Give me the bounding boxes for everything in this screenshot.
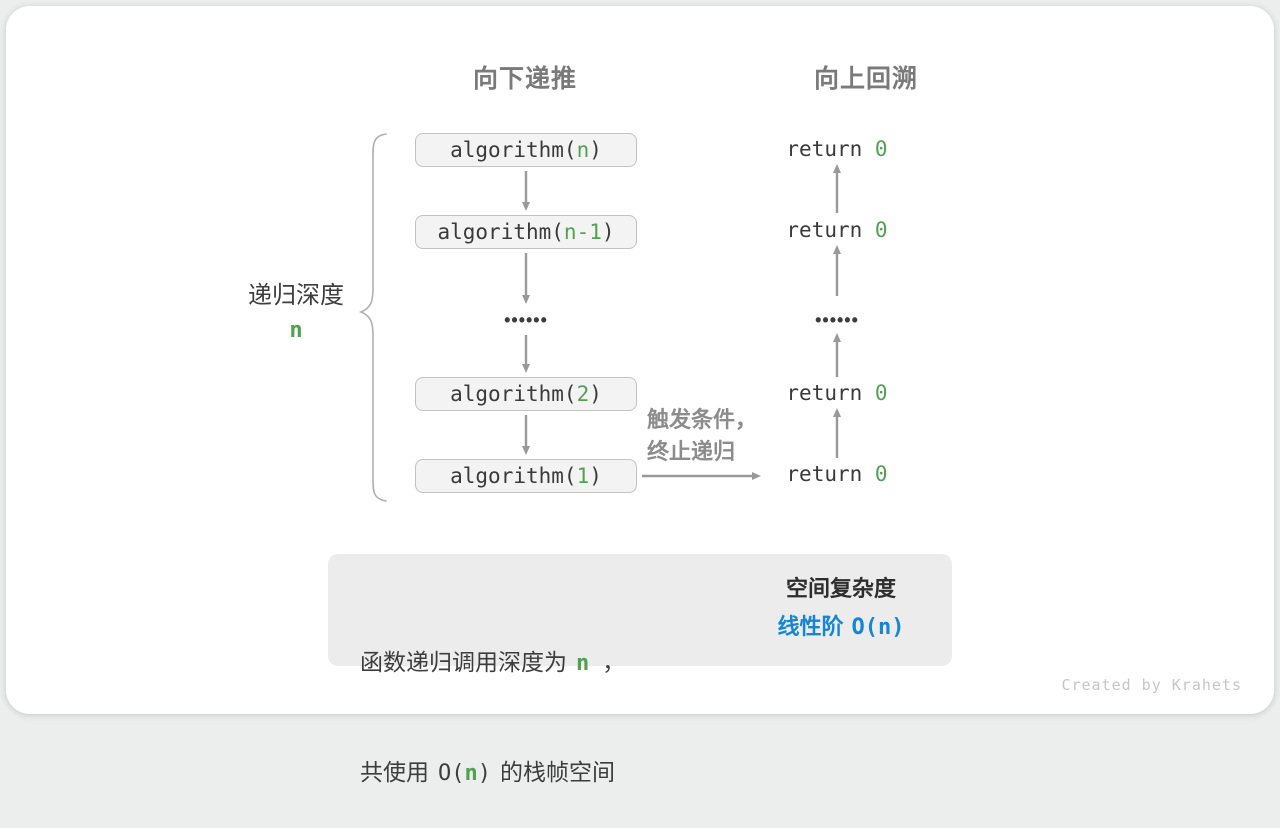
depth-label-text: 递归深度: [248, 282, 344, 309]
code-param: 1: [576, 464, 590, 488]
code-text: return: [786, 381, 875, 405]
base-case-label: 触发条件， 终止递归: [647, 404, 757, 468]
summary-param: n: [576, 651, 590, 676]
return-value: 0: [874, 381, 888, 405]
depth-value: n: [289, 318, 303, 343]
backtrack-column-header: 向上回溯: [813, 65, 918, 93]
return-statement-2: return 0: [746, 218, 928, 244]
complexity-value: 线性阶 O(n): [746, 612, 936, 643]
code-text: algorithm(: [437, 220, 564, 244]
recurse-column-header: 向下递推: [472, 65, 577, 93]
code-param: n-1: [563, 220, 602, 244]
recursion-depth-label: 递归深度 n: [231, 281, 361, 346]
summary-param: n: [464, 761, 478, 786]
summary-text: 函数递归调用深度为: [360, 649, 567, 675]
summary-panel: [328, 554, 952, 666]
recurse-ellipsis: ••••••: [504, 310, 548, 330]
return-statement-3: return 0: [746, 381, 928, 407]
return-statement-4: return 0: [746, 462, 928, 488]
summary-code: ): [477, 761, 491, 786]
code-text: algorithm(: [450, 138, 577, 162]
complexity-title: 空间复杂度: [785, 576, 896, 601]
code-text: algorithm(: [450, 464, 577, 488]
algorithm-call-box-1: algorithm(1): [415, 459, 637, 493]
code-param: 2: [576, 382, 590, 406]
code-text: return: [786, 462, 875, 486]
complexity-notation: O(n): [851, 615, 905, 640]
code-text: return: [786, 218, 875, 242]
code-param: n: [576, 138, 590, 162]
code-text: ): [589, 138, 602, 162]
return-statement-1: return 0: [746, 137, 928, 163]
summary-code: O(: [438, 761, 465, 786]
return-value: 0: [874, 218, 888, 242]
summary-text: 的栈帧空间: [500, 759, 615, 785]
base-case-line1: 触发条件，: [647, 407, 758, 432]
code-text: algorithm(: [450, 382, 577, 406]
code-text: ): [589, 464, 602, 488]
return-value: 0: [874, 137, 888, 161]
summary-text: ，: [602, 649, 626, 675]
algorithm-call-box-2: algorithm(2): [415, 377, 637, 411]
code-text: ): [589, 382, 602, 406]
backtrack-ellipsis: ••••••: [815, 310, 859, 330]
complexity-order: 线性阶: [777, 614, 844, 639]
code-text: return: [786, 137, 875, 161]
complexity-result: 空间复杂度 线性阶 O(n): [746, 574, 936, 643]
summary-line2: 共使用 O(n) 的栈帧空间: [360, 754, 625, 792]
algorithm-call-box-n: algorithm(n): [415, 133, 637, 167]
summary-text: 共使用: [360, 759, 429, 785]
base-case-line2: 终止递归: [647, 439, 736, 464]
return-value: 0: [874, 462, 888, 486]
code-text: ): [601, 220, 615, 244]
summary-line1: 函数递归调用深度为 n ，: [360, 644, 625, 682]
algorithm-call-box-n-1: algorithm(n-1): [415, 215, 637, 249]
credit-watermark: Created by Krahets: [1061, 676, 1242, 694]
